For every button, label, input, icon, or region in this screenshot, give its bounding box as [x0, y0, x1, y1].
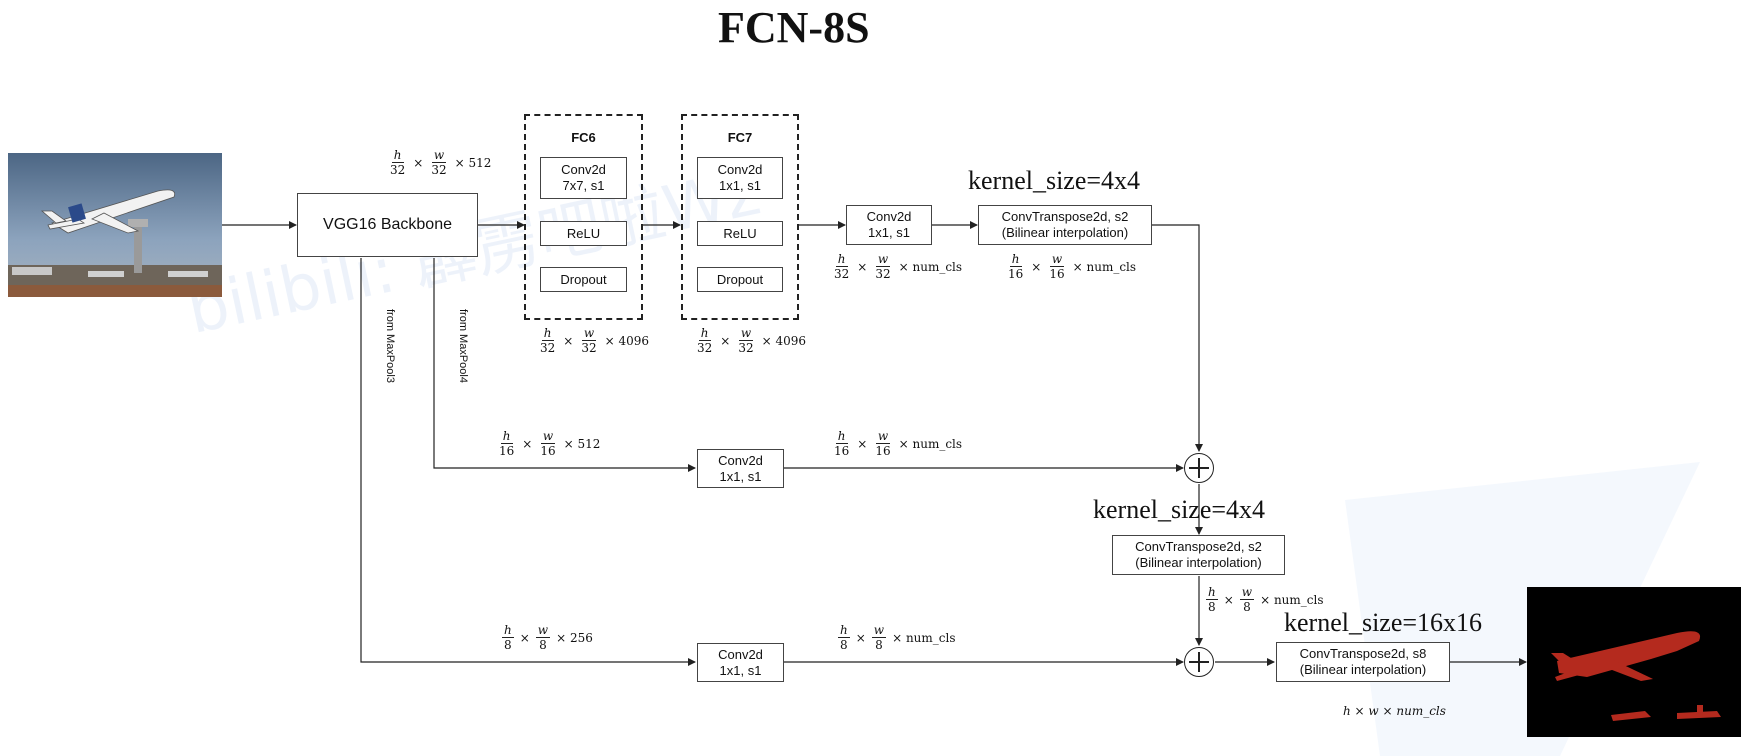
add-node-1 [1184, 453, 1214, 483]
deconv1-kernel-label: kernel_size=4x4 [968, 166, 1141, 195]
fc6-dropout-label: Dropout [560, 271, 607, 287]
fc7-conv: Conv2d 1x1, s1 [697, 157, 783, 199]
fc6-dropout: Dropout [540, 267, 627, 292]
add-node-2 [1184, 647, 1214, 677]
deconv2-line1: ConvTranspose2d, s2 [1135, 539, 1262, 554]
conv-transpose-2: ConvTranspose2d, s2 (Bilinear interpolat… [1112, 535, 1285, 575]
deconv1-line2: (Bilinear interpolation) [1001, 225, 1129, 240]
conv-score-fr: Conv2d 1x1, s1 [846, 205, 932, 245]
fc7-dropout-label: Dropout [716, 271, 764, 287]
deconv2-line2: (Bilinear interpolation) [1135, 555, 1262, 570]
from-maxpool3-label: from MaxPool3 [384, 309, 396, 383]
output-mask [1527, 587, 1741, 737]
conv-mid-line1: Conv2d [718, 452, 763, 468]
deconv3-line1: ConvTranspose2d, s8 [1299, 646, 1427, 661]
conv-transpose-3: ConvTranspose2d, s8 (Bilinear interpolat… [1276, 642, 1450, 682]
edge-deconv1-plus1 [1152, 224, 1203, 452]
fc6-relu-label: ReLU [566, 225, 601, 241]
conv-top-line1: Conv2d [866, 209, 912, 224]
conv-transpose-1: ConvTranspose2d, s2 (Bilinear interpolat… [978, 205, 1152, 245]
fc7-relu-label: ReLU [723, 225, 757, 241]
fc7-dropout: Dropout [697, 267, 783, 292]
conv-top-line2: 1x1, s1 [868, 225, 910, 240]
conv-score-pool3: Conv2d 1x1, s1 [697, 643, 784, 682]
fc6-conv: Conv2d 7x7, s1 [540, 157, 627, 199]
airplane-photo-icon [8, 153, 222, 297]
fc6-conv-line2: 7x7, s1 [562, 178, 605, 193]
segmentation-mask-icon [1527, 587, 1741, 737]
deconv1-line1: ConvTranspose2d, s2 [1001, 209, 1129, 224]
conv-score-pool4: Conv2d 1x1, s1 [697, 449, 784, 488]
input-image [8, 153, 222, 297]
diagram-title: FCN-8S [718, 3, 870, 52]
edge-pool4-conv [433, 258, 696, 472]
conv-bot-line2: 1x1, s1 [719, 662, 762, 678]
fc7-conv-line2: 1x1, s1 [719, 178, 761, 193]
from-maxpool4-label: from MaxPool4 [457, 309, 469, 383]
deconv2-kernel-label: kernel_size=4x4 [1093, 495, 1266, 524]
backbone-label: VGG16 Backbone [323, 216, 452, 233]
edge-pool3-conv [360, 258, 696, 666]
deconv3-kernel-label: kernel_size=16x16 [1284, 608, 1483, 637]
conv-bot-line1: Conv2d [718, 646, 763, 662]
deconv3-line2: (Bilinear interpolation) [1299, 662, 1427, 677]
fc7-conv-line1: Conv2d [717, 162, 763, 177]
fc6-relu: ReLU [540, 221, 627, 246]
conv-mid-line2: 1x1, s1 [719, 468, 762, 484]
fc7-relu: ReLU [697, 221, 783, 246]
vgg16-backbone: VGG16 Backbone [297, 193, 478, 257]
dim-final-out: h × w × num_cls [1343, 704, 1446, 718]
fc7-group: FC7 [681, 114, 799, 320]
fc6-conv-line1: Conv2d [561, 162, 606, 177]
fc6-title: FC6 [571, 130, 596, 145]
fc7-title: FC7 [727, 130, 753, 145]
fc6-group: FC6 [524, 114, 643, 320]
